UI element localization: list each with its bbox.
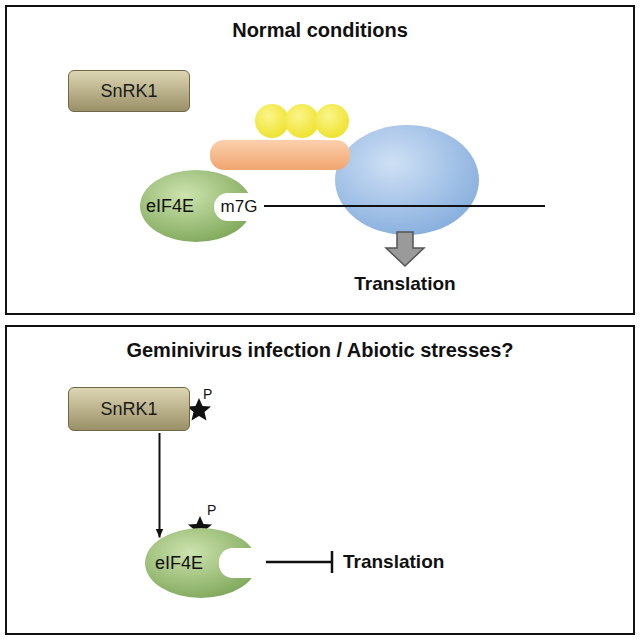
factor-circle (285, 104, 319, 138)
cap-shape: m7G (214, 193, 264, 221)
inhibit-bar (331, 551, 334, 573)
condition-panel: Normal conditionsSnRK1 eIF4E m7G (5, 5, 635, 315)
factor-circle (255, 104, 289, 138)
phospho-label: P (203, 386, 212, 402)
ribosome (335, 125, 479, 235)
kinase-box: SnRK1 (68, 70, 190, 112)
phospho-label: P (207, 502, 216, 518)
initiation-factor (210, 140, 350, 170)
node-label: SnRK1 (100, 81, 157, 102)
panel-title: Geminivirus infection / Abiotic stresses… (7, 339, 633, 362)
node-label: eIF4E (155, 553, 203, 574)
kinase-box: SnRK1 (68, 387, 190, 431)
cap-label: m7G (221, 197, 258, 217)
block-arrow (386, 232, 424, 266)
condition-panel: Geminivirus infection / Abiotic stresses… (5, 325, 635, 635)
process-label: Translation (343, 551, 444, 573)
node-label: SnRK1 (100, 399, 157, 420)
arrow-connector (159, 433, 161, 538)
process-label: Translation (354, 273, 455, 295)
eif4e-ellipse: eIF4E (145, 528, 257, 598)
panel-title: Normal conditions (7, 19, 633, 42)
factor-circle (315, 104, 349, 138)
inhibit-line (264, 561, 332, 564)
node-label: eIF4E (146, 196, 194, 217)
mrna-line (262, 205, 545, 207)
